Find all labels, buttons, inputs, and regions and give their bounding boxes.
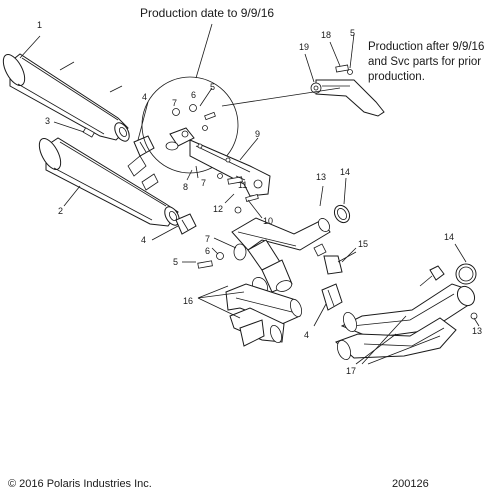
muffler-lower [38,137,180,227]
diagram-number: 200126 [392,478,429,490]
callout-6: 6 [191,90,196,100]
note-production-after: Production after 9/9/16 and Svc parts fo… [368,40,498,85]
note-production-after-line: and Svc parts for prior [368,56,482,68]
leader-lines [19,23,480,365]
callout-1: 1 [37,20,42,30]
callout-14: 14 [340,167,350,177]
callout-8: 8 [183,182,188,192]
clamp-center [321,283,343,311]
sensor-and-gasket-upper [313,204,357,275]
note-production-before: Production date to 9/9/16 [140,6,275,20]
callout-9: 9 [255,129,260,139]
detail-circle [141,76,239,174]
callout-17: 17 [346,366,356,376]
head-pipes-lower [225,283,303,347]
callout-16: 16 [183,296,193,306]
callout-labels: 1 2 3 4 4 4 5 5 5 6 6 7 7 7 8 9 10 11 12… [37,20,482,376]
callout-7: 7 [201,178,206,188]
callout-4: 4 [304,330,309,340]
callout-18: 18 [321,30,331,40]
callout-13: 13 [472,326,482,336]
callout-6: 6 [205,246,210,256]
clamp-upper [133,135,155,157]
callout-12: 12 [213,204,223,214]
callout-14: 14 [444,232,454,242]
callout-7: 7 [205,234,210,244]
callout-3: 3 [45,116,50,126]
sensor-and-gasket-rear [419,263,478,320]
callout-10: 10 [263,216,273,226]
note-production-after-line: Production after 9/9/16 [368,41,485,53]
clamp-lower [175,213,197,235]
callout-15: 15 [358,239,368,249]
head-pipes-rear [335,283,476,361]
copyright: © 2016 Polaris Industries Inc. [8,478,152,490]
callout-5: 5 [173,257,178,267]
hanger-bracket [189,139,271,214]
callout-4: 4 [142,92,147,102]
crossover-pipe-upper [231,217,331,293]
callout-4: 4 [141,235,146,245]
callout-13: 13 [316,172,326,182]
callout-19: 19 [299,42,309,52]
callout-11: 11 [238,180,247,190]
callout-7: 7 [172,98,177,108]
muffler-upper [2,53,130,142]
bolt-item-3 [82,127,95,138]
note-production-after-line: production. [368,71,425,83]
callout-2: 2 [58,206,63,216]
callout-5: 5 [210,82,215,92]
callout-5: 5 [350,28,355,38]
